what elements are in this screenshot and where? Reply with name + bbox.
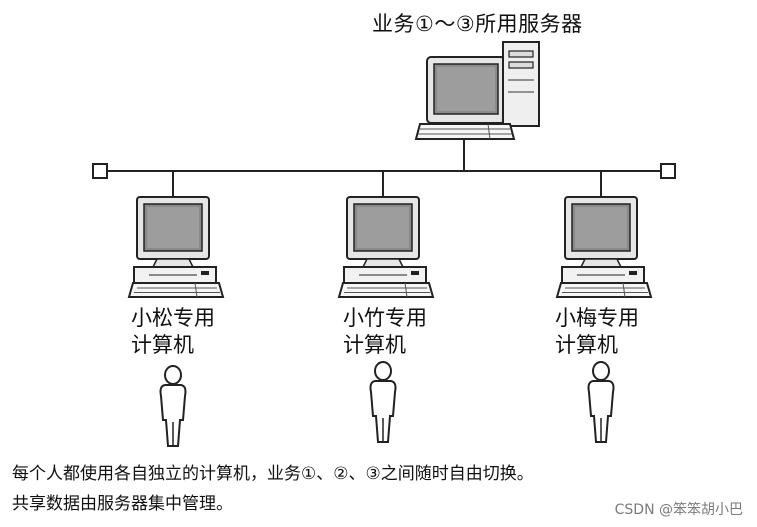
watermark: CSDN @笨笨胡小巴 [615, 499, 743, 519]
client-computer-komatsu [129, 197, 223, 297]
caption-line-2: 共享数据由服务器集中管理。 [12, 489, 233, 514]
server-computer [416, 42, 539, 139]
user-figure [371, 362, 396, 442]
caption-line-1: 每个人都使用各自独立的计算机，业务①、②、③之间随时自由切换。 [12, 459, 534, 484]
user-figure [589, 362, 614, 442]
client-label-line: 小松专用 [131, 305, 215, 332]
client-label-komatsu: 小松专用 计算机 [131, 305, 215, 359]
bus-terminator-left [93, 164, 107, 178]
client-label-line: 计算机 [555, 332, 639, 359]
client-computer-koume [557, 197, 651, 297]
user-figure [161, 366, 186, 446]
client-label-kotake: 小竹专用 计算机 [343, 305, 427, 359]
client-computer-kotake [339, 197, 433, 297]
client-label-line: 计算机 [343, 332, 427, 359]
client-label-line: 小竹专用 [343, 305, 427, 332]
client-label-line: 小梅专用 [555, 305, 639, 332]
client-label-koume: 小梅专用 计算机 [555, 305, 639, 359]
server-label: 业务①～③所用服务器 [372, 8, 583, 38]
bus-terminator-right [661, 164, 675, 178]
client-label-line: 计算机 [131, 332, 215, 359]
network-bus [93, 139, 675, 197]
